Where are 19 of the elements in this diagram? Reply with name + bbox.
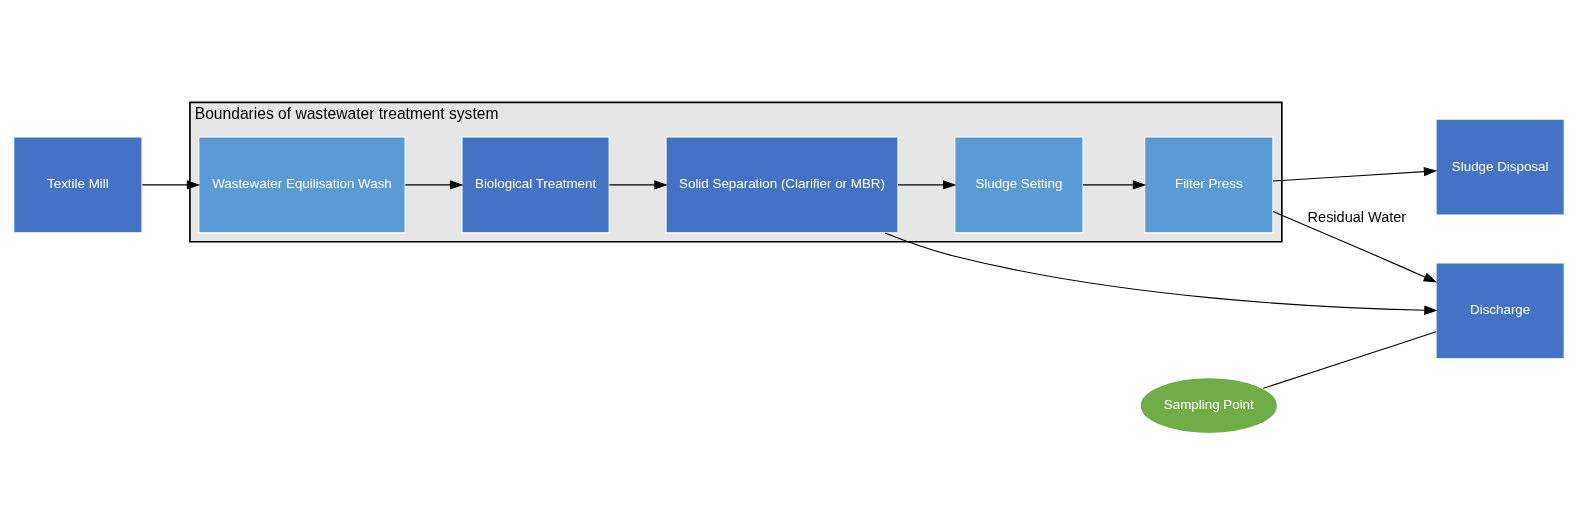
arrow bbox=[1272, 210, 1438, 283]
arrow bbox=[1272, 166, 1438, 182]
edge-label: Residual Water bbox=[1307, 208, 1407, 225]
connector bbox=[1262, 330, 1437, 389]
arrow bbox=[884, 231, 1438, 315]
node-box: Textile Mill bbox=[13, 135, 143, 233]
node-box: Solid Separation (Clarifier or MBR) bbox=[665, 135, 899, 233]
node-box: Sludge Setting bbox=[954, 135, 1084, 233]
node-box: Biological Treatment bbox=[461, 135, 610, 233]
arrow bbox=[608, 179, 668, 190]
node-box: Discharge bbox=[1435, 261, 1565, 359]
arrow bbox=[897, 179, 957, 190]
node-ellipse: Sampling Point bbox=[1139, 376, 1278, 434]
node-box: Filter Press bbox=[1144, 135, 1274, 233]
arrow bbox=[141, 179, 201, 190]
node-box: Wastewater Equilisation Wash bbox=[198, 135, 406, 233]
node-box: Sludge Disposal bbox=[1435, 118, 1565, 216]
arrow bbox=[404, 179, 464, 190]
arrow bbox=[1082, 179, 1147, 190]
